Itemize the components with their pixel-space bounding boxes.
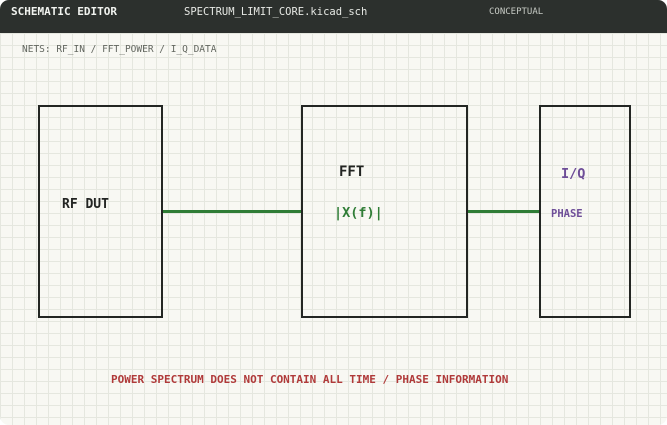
app-title: SCHEMATIC EDITOR <box>11 5 117 18</box>
rf-dut-block[interactable] <box>38 105 163 318</box>
title-bar: SCHEMATIC EDITOR SPECTRUM_LIMIT_CORE.kic… <box>0 0 667 33</box>
mode-badge: CONCEPTUAL <box>489 7 544 17</box>
warning-message: POWER SPECTRUM DOES NOT CONTAIN ALL TIME… <box>111 373 509 386</box>
fft-label: FFT <box>339 164 365 180</box>
fft-function-label: |X(f)| <box>334 205 383 221</box>
iq-label: I/Q <box>561 166 586 182</box>
iq-phase-label: PHASE <box>551 208 583 220</box>
wire-fft-to-iq[interactable] <box>468 210 539 213</box>
iq-block[interactable] <box>539 105 631 318</box>
wire-rf-to-fft[interactable] <box>163 210 301 213</box>
file-name-tab[interactable]: SPECTRUM_LIMIT_CORE.kicad_sch <box>184 6 368 18</box>
fft-block[interactable] <box>301 105 468 318</box>
rf-dut-label: RF DUT <box>62 197 109 212</box>
nets-label: NETS: RF_IN / FFT_POWER / I_Q_DATA <box>22 44 217 55</box>
